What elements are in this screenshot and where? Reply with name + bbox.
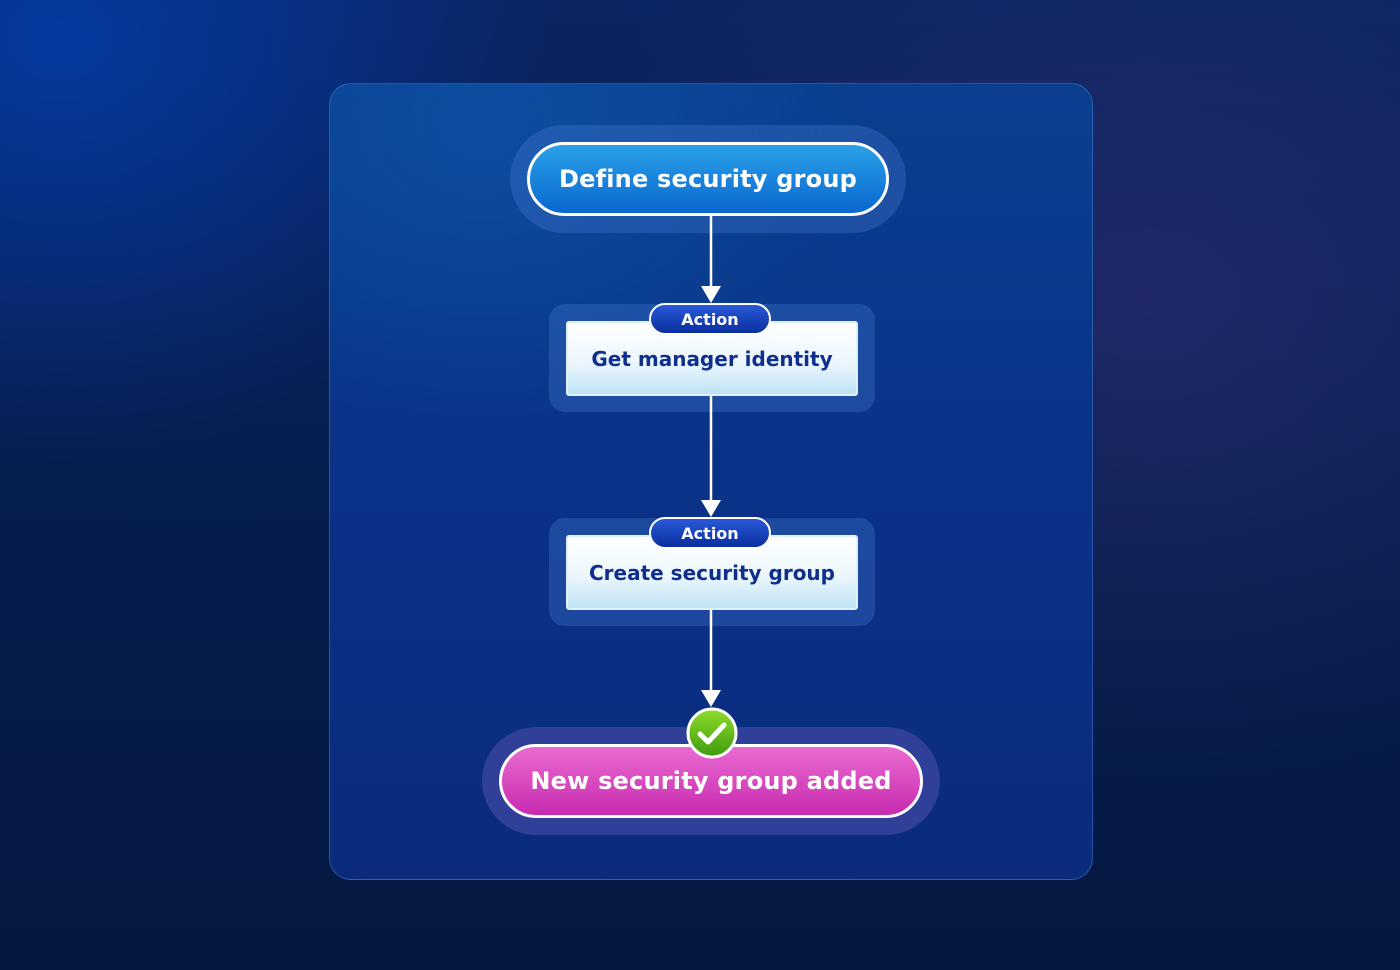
checkmark-icon xyxy=(686,707,738,759)
arrowhead-step1 xyxy=(701,286,721,303)
action-tag: Action xyxy=(649,303,771,335)
start-node[interactable]: Define security group xyxy=(527,142,889,216)
action-tag: Action xyxy=(649,517,771,549)
step-label: Create security group xyxy=(588,560,835,585)
action-tag-label: Action xyxy=(681,523,739,543)
arrowhead-step2 xyxy=(701,500,721,517)
action-tag-label: Action xyxy=(681,309,739,329)
arrowhead-end xyxy=(701,690,721,707)
start-node-label: Define security group xyxy=(559,165,857,193)
step-label: Get manager identity xyxy=(591,346,833,371)
end-node-label: New security group added xyxy=(530,767,892,795)
